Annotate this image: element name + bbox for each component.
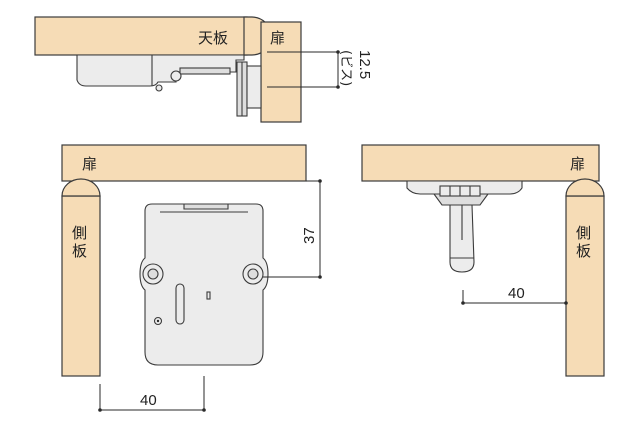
top-view: 天板 扉 12.5 (ビス) xyxy=(34,16,373,123)
screw-hole-left-inner xyxy=(147,268,159,280)
side-panel-label-front-char2: 板 xyxy=(72,242,87,260)
door-panel-front-view xyxy=(61,144,307,182)
dimension-12-5: 12.5 xyxy=(356,50,373,79)
top-panel xyxy=(34,16,248,56)
hinge-plate-front xyxy=(139,203,269,366)
adjustment-slot xyxy=(175,283,185,325)
hinge-pivot xyxy=(170,70,182,82)
side-panel-label-side-char2: 板 xyxy=(576,242,591,260)
dimension-tick xyxy=(98,408,102,412)
side-panel-side-view xyxy=(565,195,605,377)
dimension-tick xyxy=(564,301,568,305)
door-label-side-view: 扉 xyxy=(570,155,585,173)
side-panel-label-front-char1: 側 xyxy=(72,224,87,242)
door-label-front-view: 扉 xyxy=(82,155,97,173)
side-panel-front-view xyxy=(61,195,101,377)
screw-hole-right-inner xyxy=(247,268,259,280)
side-panel-rounded-top-side xyxy=(565,178,605,197)
dimension-tick xyxy=(336,50,340,54)
side-panel-label-side-char1: 側 xyxy=(576,224,591,242)
dimension-tick xyxy=(318,275,322,279)
side-panel-rounded-top xyxy=(61,178,101,197)
hinge-top-clip xyxy=(183,203,229,210)
door-label-top-view: 扉 xyxy=(270,29,285,47)
dimension-tick xyxy=(461,301,465,305)
hinge-screw-head xyxy=(246,65,262,109)
dimension-37: 37 xyxy=(301,227,318,244)
dimension-tick xyxy=(336,85,340,89)
small-slot xyxy=(206,291,211,300)
dimension-tick xyxy=(202,408,206,412)
hinge-screw-small xyxy=(155,84,163,92)
dimension-40-front: 40 xyxy=(140,392,157,409)
hinge-slot xyxy=(179,67,231,75)
dimension-40-side: 40 xyxy=(508,285,525,302)
side-view: 扉 側 板 40 xyxy=(361,144,605,377)
front-view: 扉 側 板 37 40 xyxy=(61,144,322,412)
top-panel-label: 天板 xyxy=(198,29,228,47)
door-panel-side-view xyxy=(361,144,600,182)
dimension-tick xyxy=(318,179,322,183)
small-hole-inner xyxy=(156,319,160,323)
dimension-note: (ビス) xyxy=(338,50,353,86)
